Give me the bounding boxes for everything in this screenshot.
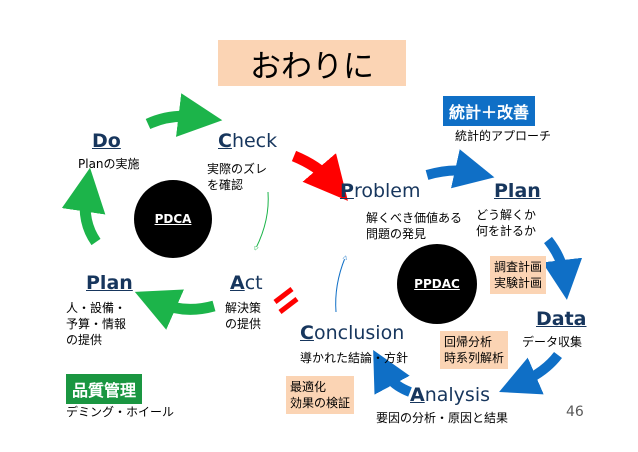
ppdac-analysis-note: 要因の分析・原因と結果 (376, 411, 509, 425)
equals-sign (273, 287, 299, 314)
slide-title: おわりに (218, 40, 406, 86)
pdca-check-heading-first: C (218, 130, 232, 152)
ppdac-tag-conclusion: 最適化 効果の検証 (286, 376, 355, 414)
ppdac-conclusion-heading: Conclusion (300, 322, 404, 344)
arrow-act-to-plan (134, 289, 216, 330)
arrow-do-to-check (145, 93, 223, 137)
arrow-check-to-problem (291, 150, 348, 201)
pdca-caption: デミング・ホイール (66, 405, 175, 419)
ppdac-caption: 統計的アプローチ (455, 129, 552, 143)
pdca-do-note: Planの実施 (78, 157, 140, 171)
arrow-analysis-to-conclusion (373, 349, 412, 397)
ppdac-analysis-heading-first: A (410, 384, 425, 406)
ppdac-badge: 統計＋改善 (443, 96, 536, 126)
pdca-do-heading-text: Do (92, 130, 121, 152)
ppdac-plan-heading-text: Plan (494, 180, 541, 202)
pdca-check-heading: Check (218, 130, 277, 152)
arrow-problem-to-plan (425, 149, 495, 189)
pdca-do-heading: Do (92, 130, 121, 152)
ppdac-conclusion-heading-rest: onclusion (313, 322, 405, 344)
ppdac-data-heading-text: Data (536, 308, 587, 330)
pdca-plan-note: 人・設備・ 予算・情報 の提供 (66, 301, 127, 347)
arrow-plan-to-data (542, 236, 583, 300)
pdca-center-circle: PDCA (134, 180, 212, 258)
ppdac-tag-data: 回帰分析 時系列解析 (440, 331, 509, 369)
ppdac-problem-heading: Problem (340, 180, 421, 202)
pdca-badge: 品質管理 (66, 374, 143, 404)
ppdac-plan-heading: Plan (494, 180, 541, 202)
ppdac-problem-heading-first: P (340, 180, 354, 202)
pdca-act-heading-rest: ct (244, 272, 263, 294)
ppdac-center-label: PPDAC (414, 277, 460, 291)
arrow-plan-to-do (61, 167, 106, 246)
pdca-center-label: PDCA (154, 212, 192, 226)
ppdac-plan-note: どう解くか 何を計るか (476, 208, 537, 238)
ppdac-analysis-heading: Analysis (410, 384, 490, 406)
arrow-conclusion-to-problem (330, 258, 350, 313)
pdca-act-heading-first: A (230, 272, 245, 294)
ppdac-data-heading: Data (536, 308, 587, 330)
ppdac-conclusion-note: 導かれた結論・方針 (300, 351, 409, 365)
pdca-check-note: 実際のズレ を確認 (207, 162, 268, 192)
arrow-data-to-analysis (499, 351, 562, 395)
arrow-check-to-act (251, 191, 274, 248)
ppdac-data-note: データ収集 (522, 335, 583, 349)
pdca-plan-heading-text: Plan (86, 272, 133, 294)
ppdac-problem-heading-rest: roblem (353, 180, 421, 202)
pdca-act-note: 解決策 の提供 (225, 301, 262, 331)
ppdac-analysis-heading-rest: nalysis (424, 384, 491, 406)
pdca-act-heading: Act (230, 272, 263, 294)
page-number: 46 (566, 404, 584, 420)
ppdac-conclusion-heading-first: C (300, 322, 314, 344)
pdca-plan-heading: Plan (86, 272, 133, 294)
ppdac-tag-plan: 調査計画 実験計画 (490, 256, 547, 294)
ppdac-problem-note: 解くべき価値ある 問題の発見 (366, 211, 463, 241)
ppdac-center-circle: PPDAC (397, 244, 477, 324)
pdca-check-heading-rest: heck (231, 130, 278, 152)
